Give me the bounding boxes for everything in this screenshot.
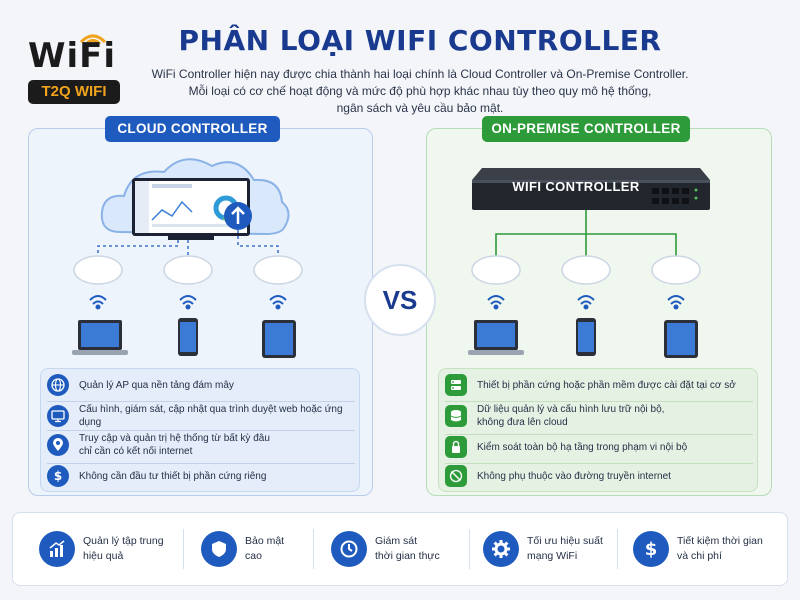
divider: [445, 463, 753, 464]
page-subtitle: WiFi Controller hiện nay được chia thành…: [140, 66, 700, 117]
monitor-icon: [47, 405, 69, 427]
shield-icon: [201, 531, 237, 567]
benefit-line-1: Giám sát: [375, 535, 418, 547]
logo-badge: T2Q WIFI: [28, 80, 120, 104]
clock-icon: [331, 531, 367, 567]
list-item: $ Không cần đầu tư thiết bị phần cứng ri…: [47, 465, 353, 487]
feature-text: Không cần đầu tư thiết bị phần cứng riên…: [79, 470, 267, 482]
feature-text-line-1: Dữ liệu quản lý và cấu hình lưu trữ nội …: [477, 404, 665, 415]
wifi-arc-icon: [79, 34, 107, 46]
divider: [47, 430, 355, 431]
svg-text:$: $: [54, 469, 62, 483]
benefit-line-1: Bảo mật: [245, 535, 285, 547]
onpremise-controller-label: ON-PREMISE CONTROLLER: [482, 116, 690, 142]
divider: [47, 463, 355, 464]
feature-text-line-2: chỉ cần có kết nối internet: [79, 446, 193, 457]
subtitle-line-3: ngân sách và yêu cầu bảo mật.: [336, 101, 504, 115]
rack-server-icon: [472, 168, 710, 210]
benefits-bar: Quản lý tập trung hiệu quả Bảo mật cao G…: [12, 512, 788, 586]
laptop-icon: [72, 320, 128, 355]
feature-text: Kiểm soát toàn bộ hạ tầng trong phạm vi …: [477, 441, 688, 453]
benefit-line-1: Quản lý tập trung: [83, 535, 164, 547]
subtitle-line-2: Mỗi loại có cơ chế hoạt động và mức độ p…: [188, 84, 652, 98]
feature-text: Cấu hình, giám sát, cập nhật qua trình d…: [79, 404, 343, 428]
smartphone-icon: [178, 318, 198, 356]
growth-chart-icon: [39, 531, 75, 567]
wifi-signal-icon: [89, 295, 287, 310]
tablet-icon: [262, 320, 296, 358]
benefit-item: Bảo mật cao: [201, 527, 315, 571]
list-item: Truy cập và quản trị hệ thống từ bất kỳ …: [47, 432, 353, 458]
controller-device-label: WIFI CONTROLLER: [512, 179, 640, 194]
benefit-line-2: thời gian thực: [375, 550, 440, 562]
feature-text: Truy cập và quản trị hệ thống từ bất kỳ …: [79, 432, 270, 458]
tablet-icon: [664, 320, 698, 358]
dollar-icon: $: [47, 465, 69, 487]
benefit-line-2: mạng WiFi: [527, 550, 578, 562]
benefit-item: Giám sát thời gian thực: [331, 527, 471, 571]
dollar-icon: $: [633, 531, 669, 567]
benefit-line-1: Tối ưu hiệu suất: [527, 535, 603, 547]
feature-text-line-1: Truy cập và quản trị hệ thống từ bất kỳ …: [79, 433, 270, 444]
benefit-line-2: hiệu quả: [83, 550, 124, 562]
divider: [47, 401, 355, 402]
list-item: Không phụ thuộc vào đường truyền interne…: [445, 465, 751, 487]
feature-text: Dữ liệu quản lý và cấu hình lưu trữ nội …: [477, 403, 664, 429]
list-item: Cấu hình, giám sát, cập nhật qua trình d…: [47, 403, 353, 429]
svg-text:$: $: [645, 539, 658, 559]
onpremise-features-list: Thiết bị phần cứng hoặc phần mềm được cà…: [438, 368, 758, 492]
location-pin-icon: [47, 434, 69, 456]
subtitle-line-1: WiFi Controller hiện nay được chia thành…: [151, 67, 689, 81]
benefit-item: $ Tiết kiệm thời gian và chi phí: [633, 527, 787, 571]
benefit-item: Tối ưu hiệu suất mạng WiFi: [483, 527, 623, 571]
vs-badge: VS: [364, 264, 436, 336]
wifi-controller-device: WIFI CONTROLLER: [472, 168, 710, 210]
divider: [445, 434, 753, 435]
cloud-diagram: [72, 158, 303, 358]
list-item: Thiết bị phần cứng hoặc phần mềm được cà…: [445, 374, 751, 396]
feature-text: Thiết bị phần cứng hoặc phần mềm được cà…: [477, 379, 736, 391]
benefit-item: Quản lý tập trung hiệu quả: [39, 527, 179, 571]
smartphone-icon: [576, 318, 596, 356]
benefit-line-2: cao: [245, 550, 262, 562]
wifi-signal-icon: [487, 295, 685, 310]
no-internet-icon: [445, 465, 467, 487]
benefit-line-1: Tiết kiệm thời gian: [677, 535, 763, 547]
benefit-line-2: và chi phí: [677, 550, 722, 562]
divider: [617, 529, 618, 569]
server-icon: [445, 374, 467, 396]
divider: [445, 401, 753, 402]
cloud-controller-label: CLOUD CONTROLLER: [105, 116, 280, 142]
feature-text: Quản lý AP qua nền tảng đám mây: [79, 379, 234, 391]
brand-logo: WiFi T2Q WIFI: [22, 28, 122, 108]
list-item: Kiểm soát toàn bộ hạ tầng trong phạm vi …: [445, 436, 751, 458]
feature-text: Không phụ thuộc vào đường truyền interne…: [477, 470, 671, 482]
globe-icon: [47, 374, 69, 396]
access-point-icon: [73, 255, 303, 285]
feature-text-line-2: không đưa lên cloud: [477, 417, 568, 428]
onpremise-diagram: [468, 210, 701, 358]
logo-wordmark: WiFi: [27, 36, 117, 76]
cloud-features-list: Quản lý AP qua nền tảng đám mây Cấu hình…: [40, 368, 360, 492]
list-item: Dữ liệu quản lý và cấu hình lưu trữ nội …: [445, 403, 751, 429]
list-item: Quản lý AP qua nền tảng đám mây: [47, 374, 353, 396]
laptop-icon: [468, 320, 524, 355]
access-point-icon: [471, 255, 701, 285]
cloud-upload-icon: [224, 202, 252, 230]
page-title: PHÂN LOẠI WIFI CONTROLLER: [178, 24, 662, 57]
database-icon: [445, 405, 467, 427]
divider: [313, 529, 314, 569]
divider: [469, 529, 470, 569]
divider: [183, 529, 184, 569]
gear-icon: [483, 531, 519, 567]
lock-icon: [445, 436, 467, 458]
